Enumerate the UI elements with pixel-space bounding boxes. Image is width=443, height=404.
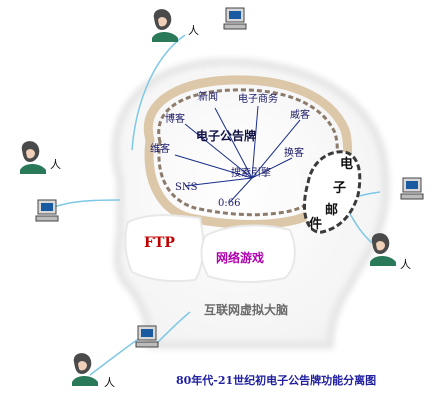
person-label: 人: [50, 158, 61, 171]
label-swap: 换客: [284, 146, 304, 159]
label-066: 0:66: [218, 198, 240, 209]
link-bottom: [89, 337, 141, 376]
network-links: [44, 34, 381, 376]
person-icon: [20, 141, 46, 174]
email-char-1: 电: [340, 156, 353, 172]
label-wiki: 维客: [150, 142, 170, 155]
person-label: 人: [188, 24, 199, 37]
ftp-region: [124, 214, 205, 283]
email-char-4: 件: [309, 216, 322, 232]
email-char-3: 邮: [325, 202, 338, 218]
diagram-title: 80年代-21世纪初电子公告牌功能分离图: [176, 373, 376, 387]
label-center: 电子公告牌: [196, 128, 256, 143]
label-news: 新闻: [198, 90, 218, 103]
person-icon: [72, 353, 98, 386]
email-region: [303, 150, 362, 234]
label-witkey: 威客: [290, 108, 310, 121]
node-top: 人: [152, 7, 247, 42]
person-label: 人: [400, 258, 411, 271]
person-icon: [152, 9, 178, 42]
spokes: [174, 105, 301, 203]
computer-icon: [400, 177, 424, 200]
label-ecommerce: 电子商务: [238, 92, 278, 105]
email-char-2: 子: [333, 181, 346, 196]
link-right-2: [349, 213, 373, 244]
person-label: 人: [104, 376, 115, 389]
computer-icon: [35, 199, 59, 222]
label-hub: 搜索引擎: [231, 166, 271, 179]
label-ftp: FTP: [144, 235, 175, 251]
link-bottom-2: [154, 311, 191, 346]
node-right: 人: [370, 177, 424, 271]
label-region-caption: 互联网虚拟大脑: [204, 302, 288, 317]
node-left: 人: [20, 141, 61, 222]
node-bottom: 人: [72, 325, 159, 389]
label-games: 网络游戏: [216, 250, 264, 265]
games-region: [200, 224, 296, 283]
computer-icon: [135, 325, 159, 348]
link-top: [131, 34, 186, 151]
person-icon: [370, 233, 396, 266]
label-blog: 博客: [165, 112, 185, 125]
computer-icon: [223, 7, 247, 30]
label-sns: SNS: [175, 182, 198, 193]
